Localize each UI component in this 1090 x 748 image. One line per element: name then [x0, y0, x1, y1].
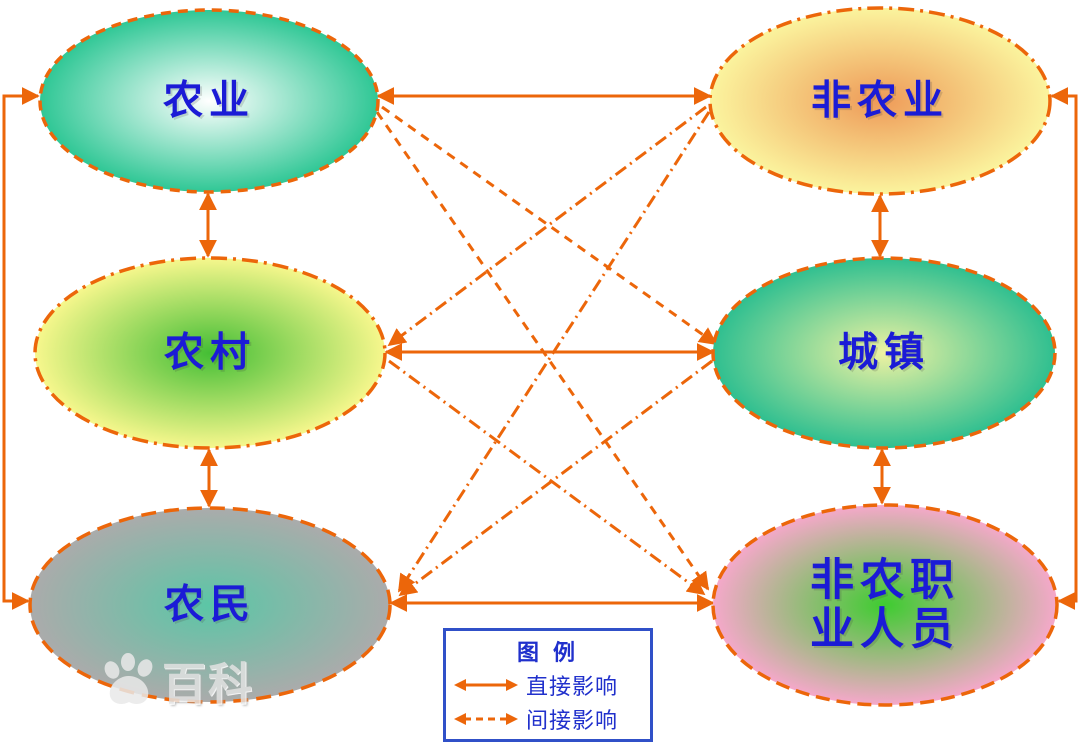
- node-ellipse-farmer: [28, 506, 392, 704]
- legend-label-direct: 直接影响: [526, 674, 619, 699]
- double-arrow-solid-icon: [454, 679, 518, 691]
- double-arrow-dashed-icon: [454, 713, 518, 725]
- nodes-group: [28, 6, 1059, 707]
- legend-title: 图 例: [516, 640, 580, 665]
- edge-indirect-agriculture-to-town: [381, 105, 718, 346]
- edge-indirect-agriculture-to-non-farm-worker: [375, 111, 710, 591]
- edge-direct-non-agriculture-to-non-farm-worker: [1050, 87, 1078, 610]
- edge-indirect-non-agriculture-to-rural: [387, 105, 707, 347]
- node-ellipse-town: [711, 256, 1057, 450]
- node-ellipse-non-agriculture: [708, 6, 1052, 196]
- legend-item-direct: 直接影响: [452, 669, 644, 701]
- edges-group: [2, 87, 1078, 612]
- edge-indirect-rural-to-non-farm-worker: [388, 359, 706, 596]
- edge-indirect-non-agriculture-to-farmer: [397, 111, 711, 593]
- edge-direct-agriculture-to-farmer: [2, 87, 40, 610]
- edge-indirect-town-to-farmer: [398, 359, 713, 597]
- legend-item-indirect: 间接影响: [452, 703, 644, 735]
- legend-box: 图 例 直接影响 间接影响: [443, 628, 653, 742]
- node-ellipse-non-farm-worker: [711, 503, 1059, 707]
- node-ellipse-rural: [33, 256, 387, 450]
- node-ellipse-agriculture: [38, 8, 380, 194]
- legend-label-indirect: 间接影响: [526, 708, 619, 733]
